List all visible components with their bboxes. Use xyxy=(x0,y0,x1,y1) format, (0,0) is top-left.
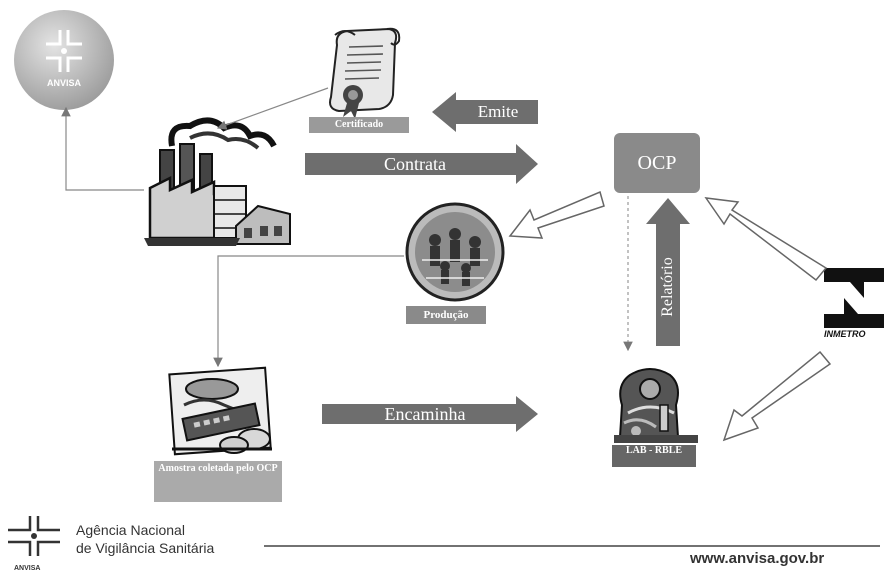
anvisa-footer-logo-icon xyxy=(8,516,60,556)
lab-label: LAB - RBLE xyxy=(612,445,696,467)
production-node: Produção xyxy=(400,200,510,330)
relatorio-arrow-label: Relatório xyxy=(659,257,676,317)
anvisa-logo-text: ANVISA xyxy=(46,78,81,88)
factory-to-anvisa-line xyxy=(61,106,144,191)
footer-url-link[interactable]: www.anvisa.gov.br xyxy=(690,550,825,567)
certificate-label: Certificado xyxy=(309,117,409,133)
inmetro-label: INMETRO xyxy=(824,329,866,339)
anvisa-logo: ANVISA xyxy=(12,8,116,112)
inmetro-to-ocp-hollow-arrow xyxy=(704,197,828,282)
sample-label: Amostra coletada pelo OCP xyxy=(154,461,282,502)
certificate-scroll-icon xyxy=(329,27,401,119)
certificate-node: Certificado xyxy=(309,25,409,135)
footer-org-name-line2: de Vigilância Sanitária xyxy=(76,540,215,556)
laboratory-icon xyxy=(614,368,698,443)
footer: ANVISA Agência Nacional de Vigilância Sa… xyxy=(0,510,884,575)
production-to-sample-line xyxy=(213,255,404,368)
ocp-to-production-hollow-arrow xyxy=(508,190,605,239)
inmetro-logo-icon xyxy=(824,268,884,328)
factory-node xyxy=(140,110,296,250)
production-label: Produção xyxy=(406,306,486,324)
lab-node: LAB - RBLE xyxy=(600,365,710,475)
anvisa-seal-icon xyxy=(14,10,114,110)
factory-icon xyxy=(144,117,291,246)
encaminha-arrow-label: Encaminha xyxy=(384,404,466,424)
anvisa-footer-mini-text: ANVISA xyxy=(14,565,41,572)
emite-arrow-label: Emite xyxy=(477,102,519,121)
inmetro-to-lab-hollow-arrow xyxy=(722,350,832,442)
ocp-node: OCP xyxy=(614,133,700,193)
production-icon xyxy=(405,202,505,302)
sample-node: Amostra coletada pelo OCP xyxy=(150,365,290,505)
inmetro-node: INMETRO xyxy=(824,268,884,348)
sample-goods-icon xyxy=(168,366,272,456)
contrata-arrow-label: Contrata xyxy=(384,154,446,174)
footer-org-name-line1: Agência Nacional xyxy=(76,522,185,538)
